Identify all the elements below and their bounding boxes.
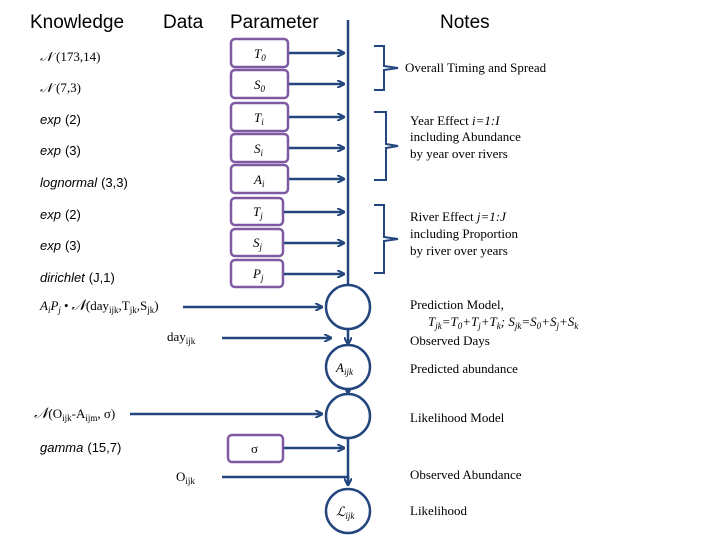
param-sj: Sj xyxy=(229,227,344,258)
knowledge-normal-1: 𝒩 (173,14) xyxy=(40,49,100,64)
svg-text:ℒijk: ℒijk xyxy=(336,504,355,521)
svg-text:Oijk: Oijk xyxy=(176,469,195,486)
svg-text:𝒩(Oijk-Aijm, σ): 𝒩(Oijk-Aijm, σ) xyxy=(34,406,115,423)
svg-text:Aijk: Aijk xyxy=(335,360,354,377)
data-observed: Oijk xyxy=(176,469,350,486)
svg-text:(7,3): (7,3) xyxy=(56,80,81,95)
svg-text:S0: S0 xyxy=(254,77,266,94)
note-predicted-abundance: Predicted abundance xyxy=(410,361,518,376)
param-s0: S0 xyxy=(229,68,344,100)
knowledge-normal-2: 𝒩 (7,3) xyxy=(40,80,81,95)
likelihood-formula: 𝒩(Oijk-Aijm, σ) xyxy=(34,406,322,423)
param-sigma: σ xyxy=(226,433,344,464)
svg-text:Si: Si xyxy=(254,141,264,158)
param-si: Si xyxy=(229,132,344,164)
knowledge-exp-3: exp(2) xyxy=(40,207,81,222)
note-prediction-model: Prediction Model, Tjk=T0+Tj+Tk; Sjk=S0+S… xyxy=(410,297,579,331)
likelihood-node: ℒijk xyxy=(324,487,372,535)
param-ai: Ai xyxy=(229,163,344,195)
knowledge-lognormal: lognormal(3,3) xyxy=(40,175,128,190)
header-notes: Notes xyxy=(440,12,490,33)
svg-text:𝒩: 𝒩 xyxy=(40,49,57,64)
header-knowledge: Knowledge xyxy=(30,12,124,33)
svg-text:Sj: Sj xyxy=(253,235,263,252)
svg-text:including Abundance: including Abundance xyxy=(410,129,521,144)
svg-text:(173,14): (173,14) xyxy=(56,49,100,64)
param-pj: Pj xyxy=(229,258,344,289)
prediction-formula: AiPj•𝒩(dayijk,Tjk,Sjk) xyxy=(39,298,322,315)
param-t0: T0 xyxy=(229,37,344,69)
svg-text:by river over years: by river over years xyxy=(410,243,508,258)
svg-text:by year over rivers: by year over rivers xyxy=(410,146,508,161)
knowledge-dirichlet: dirichlet(J,1) xyxy=(40,270,115,285)
svg-text:Pj: Pj xyxy=(252,266,264,283)
brace-year xyxy=(374,111,399,181)
svg-text:dayijk: dayijk xyxy=(167,329,196,346)
prediction-model-node xyxy=(324,283,372,331)
svg-text:Year Effect i=1:I: Year Effect i=1:I xyxy=(410,113,500,128)
likelihood-model-node xyxy=(324,392,372,440)
brace-river xyxy=(374,204,399,274)
param-tj: Tj xyxy=(229,196,344,227)
svg-text:𝒩: 𝒩 xyxy=(40,80,57,95)
svg-text:σ: σ xyxy=(251,441,258,456)
note-year: Year Effect i=1:I including Abundance by… xyxy=(410,113,521,161)
knowledge-exp-4: exp(3) xyxy=(40,238,81,253)
knowledge-exp-1: exp(2) xyxy=(40,112,81,127)
aijk-node: Aijk xyxy=(324,343,372,391)
param-ti: Ti xyxy=(229,101,344,133)
svg-text:River Effect j=1:J: River Effect j=1:J xyxy=(410,209,507,224)
svg-text:including Proportion: including Proportion xyxy=(410,226,518,241)
svg-text:Tjk=T0+Tj+Tk; Sjk=S0+Sj+Sk: Tjk=T0+Tj+Tk; Sjk=S0+Sj+Sk xyxy=(428,314,579,331)
svg-text:AiPj•𝒩(dayijk,Tjk,Sjk): AiPj•𝒩(dayijk,Tjk,Sjk) xyxy=(39,298,159,315)
svg-text:Ti: Ti xyxy=(254,110,264,127)
note-river: River Effect j=1:J including Proportion … xyxy=(410,209,518,258)
svg-text:Ai: Ai xyxy=(253,172,265,189)
note-observed-abundance: Observed Abundance xyxy=(410,467,522,482)
note-likelihood-model: Likelihood Model xyxy=(410,410,505,425)
note-overall: Overall Timing and Spread xyxy=(405,60,547,75)
knowledge-exp-2: exp(3) xyxy=(40,143,81,158)
note-observed-days: Observed Days xyxy=(410,333,490,348)
header-data: Data xyxy=(163,12,204,33)
brace-overall xyxy=(374,45,399,91)
data-day: dayijk xyxy=(167,329,331,346)
svg-text:T0: T0 xyxy=(254,46,266,63)
note-likelihood: Likelihood xyxy=(410,503,468,518)
svg-text:Prediction Model,: Prediction Model, xyxy=(410,297,504,312)
svg-text:Tj: Tj xyxy=(253,204,263,221)
knowledge-gamma: gamma(15,7) xyxy=(40,440,121,455)
header-parameter: Parameter xyxy=(230,12,319,33)
